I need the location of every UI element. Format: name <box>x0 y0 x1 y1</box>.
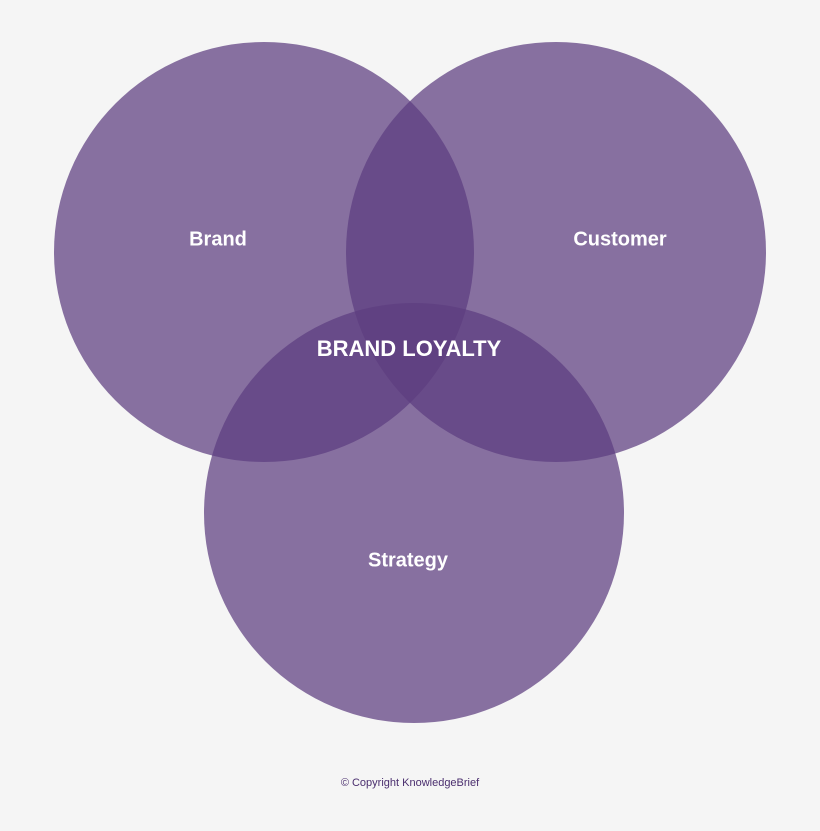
brand-label: Brand <box>189 228 247 250</box>
strategy-label: Strategy <box>368 549 449 571</box>
strategy-circle <box>204 303 624 723</box>
customer-label: Customer <box>573 228 667 250</box>
brand-loyalty-label: BRAND LOYALTY <box>317 336 502 361</box>
copyright-text: © Copyright KnowledgeBrief <box>340 777 480 789</box>
